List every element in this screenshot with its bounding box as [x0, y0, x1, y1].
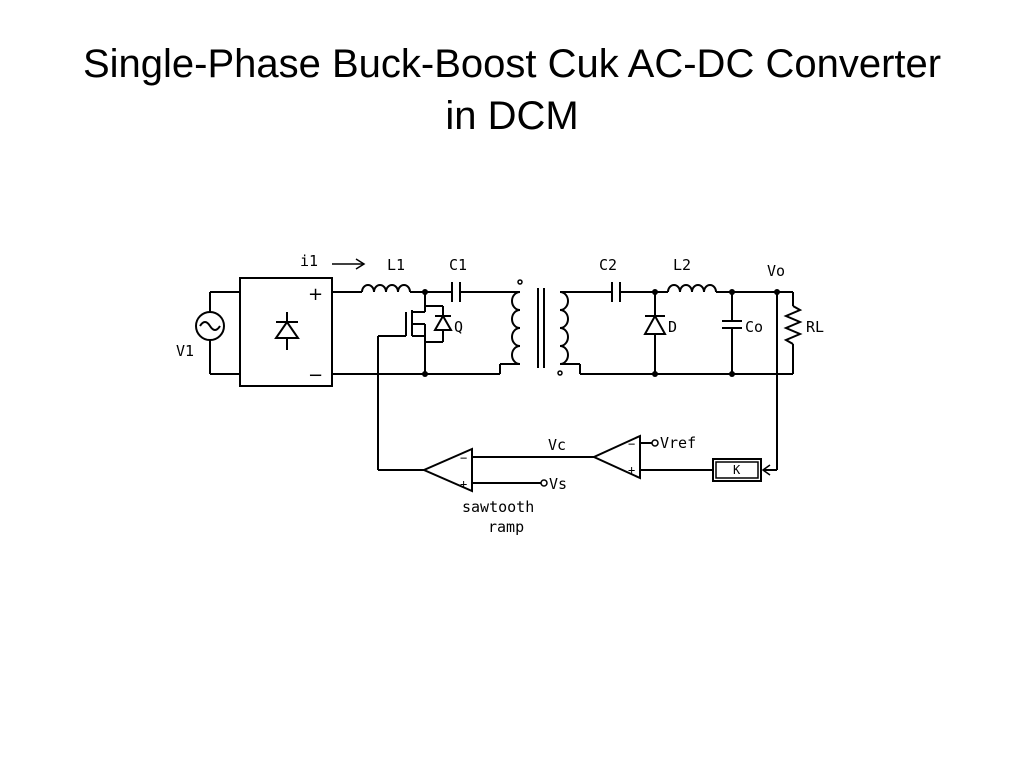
label-l2: L2: [673, 256, 691, 274]
switch-q: [378, 289, 453, 374]
label-ramp: ramp: [488, 518, 524, 536]
label-vref: Vref: [660, 434, 696, 452]
label-vs: Vs: [549, 475, 567, 493]
resistor-rl: [783, 292, 803, 374]
label-q: Q: [454, 318, 463, 336]
slide-title: Single-Phase Buck-Boost Cuk AC-DC Conver…: [0, 38, 1024, 142]
label-c2: C2: [599, 256, 617, 274]
label-l1: L1: [387, 256, 405, 274]
label-rect-plus: +: [308, 284, 323, 305]
pwm-comparator: [421, 447, 548, 493]
label-rl: RL: [806, 318, 824, 336]
inductor-l2: [667, 284, 717, 293]
label-co: Co: [745, 318, 763, 336]
capacitor-c1: [451, 282, 461, 302]
diode-d: [643, 289, 667, 377]
label-sawtooth: sawtooth: [462, 498, 534, 516]
error-amplifier: [591, 434, 659, 480]
capacitor-c2: [611, 282, 621, 302]
label-cmp-minus: −: [460, 451, 467, 465]
label-ea-minus: −: [628, 437, 635, 451]
rectifier-block: [239, 277, 333, 387]
label-vo: Vo: [767, 262, 785, 280]
inductor-l1: [361, 284, 411, 293]
ac-source-v1: [195, 291, 240, 375]
label-i1: i1: [300, 252, 318, 270]
label-v1: V1: [176, 342, 194, 360]
transformer: [499, 279, 581, 376]
label-cmp-plus: +: [460, 477, 467, 491]
label-ea-plus: +: [628, 463, 635, 477]
current-arrow-icon: [332, 258, 366, 270]
capacitor-co: [722, 289, 742, 377]
title-line-2: in DCM: [445, 94, 579, 138]
label-c1: C1: [449, 256, 467, 274]
label-rect-minus: −: [308, 365, 323, 386]
label-d: D: [668, 318, 677, 336]
title-line-1: Single-Phase Buck-Boost Cuk AC-DC Conver…: [82, 42, 942, 86]
label-vc: Vc: [548, 436, 566, 454]
label-k: K: [733, 463, 741, 477]
